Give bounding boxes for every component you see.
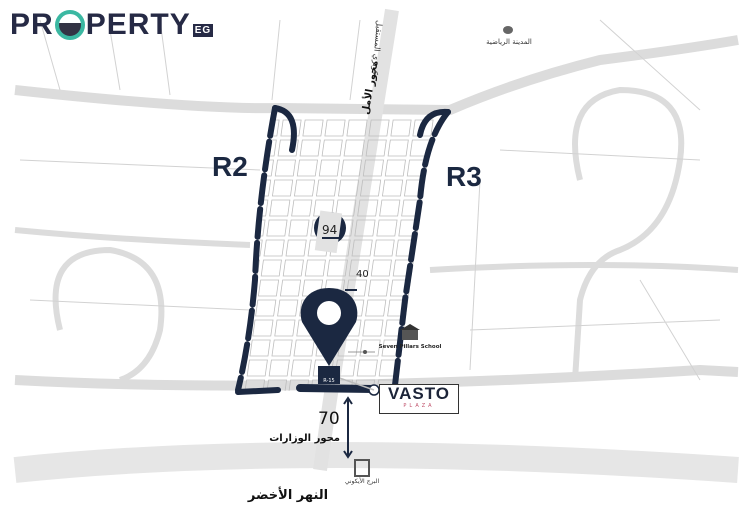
block	[315, 179, 338, 197]
block	[370, 259, 392, 277]
block	[277, 139, 299, 157]
block	[293, 339, 315, 357]
road-width-70: 70	[318, 409, 340, 429]
block	[293, 179, 316, 197]
vasto-name: VASTO	[388, 384, 450, 403]
block	[290, 359, 312, 377]
block	[351, 239, 373, 257]
block	[271, 339, 293, 357]
block	[279, 279, 302, 297]
block	[266, 219, 288, 237]
block	[285, 239, 307, 257]
block	[373, 239, 395, 257]
green-river-label: النهر الأخضر	[247, 486, 328, 503]
block	[368, 119, 390, 137]
block	[263, 239, 285, 257]
zone-label-r2: R2	[212, 151, 248, 182]
block	[304, 259, 326, 277]
logo-suffix: EG	[192, 24, 214, 37]
block	[288, 219, 310, 237]
block	[252, 319, 274, 337]
iconic-tower-label: البرج الأيكوني	[345, 477, 380, 485]
block	[356, 359, 378, 377]
block	[354, 219, 376, 237]
block	[348, 259, 370, 277]
block	[365, 299, 387, 317]
location-pin-icon[interactable]	[300, 288, 358, 384]
district-boundary	[235, 105, 451, 395]
road-ministries-label: محور الوزارات	[269, 433, 340, 444]
block	[274, 159, 296, 177]
block	[246, 359, 268, 377]
block	[249, 339, 271, 357]
block	[346, 119, 368, 137]
stadium-icon	[503, 26, 513, 34]
school-label: Seven Pillars School	[379, 344, 442, 350]
block	[362, 319, 384, 337]
vasto-plaza-logo: VASTO PLAZA	[379, 384, 459, 414]
block	[302, 119, 324, 137]
zone-label-r3: R3	[446, 161, 482, 192]
block	[257, 279, 280, 297]
width-arrows	[322, 237, 357, 459]
road-width-40: 40	[356, 269, 369, 280]
block	[326, 259, 348, 277]
block	[277, 299, 299, 317]
sports-city-label: المدينة الرياضية	[486, 38, 532, 46]
block	[296, 159, 318, 177]
logo-text-end: PERTY	[85, 8, 191, 41]
block	[359, 339, 381, 357]
block	[384, 159, 406, 177]
block	[321, 139, 343, 157]
pin-label: R-15	[323, 378, 334, 384]
block	[367, 279, 390, 297]
tower-icon	[354, 459, 370, 477]
block	[379, 199, 401, 217]
block	[406, 159, 428, 177]
block	[340, 159, 362, 177]
vasto-sub: PLAZA	[403, 403, 435, 409]
block	[362, 159, 384, 177]
block	[343, 139, 365, 157]
block	[390, 119, 412, 137]
block	[337, 179, 360, 197]
block	[260, 259, 282, 277]
block	[345, 279, 368, 297]
block	[359, 179, 382, 197]
block	[291, 199, 313, 217]
block	[387, 139, 409, 157]
block	[282, 259, 304, 277]
road-width-94: 94	[322, 223, 337, 237]
block	[365, 139, 387, 157]
block	[268, 359, 290, 377]
school-icon	[400, 324, 420, 340]
block	[381, 179, 404, 197]
block	[269, 199, 291, 217]
block	[274, 319, 296, 337]
logo-text-start: PR	[10, 8, 54, 41]
logo-o-icon	[54, 10, 85, 40]
minor-roads	[19, 19, 721, 381]
block	[299, 139, 321, 157]
block	[255, 299, 277, 317]
block	[271, 179, 294, 197]
block	[324, 119, 346, 137]
block	[376, 219, 398, 237]
block	[335, 199, 357, 217]
block	[318, 159, 340, 177]
block	[357, 199, 379, 217]
